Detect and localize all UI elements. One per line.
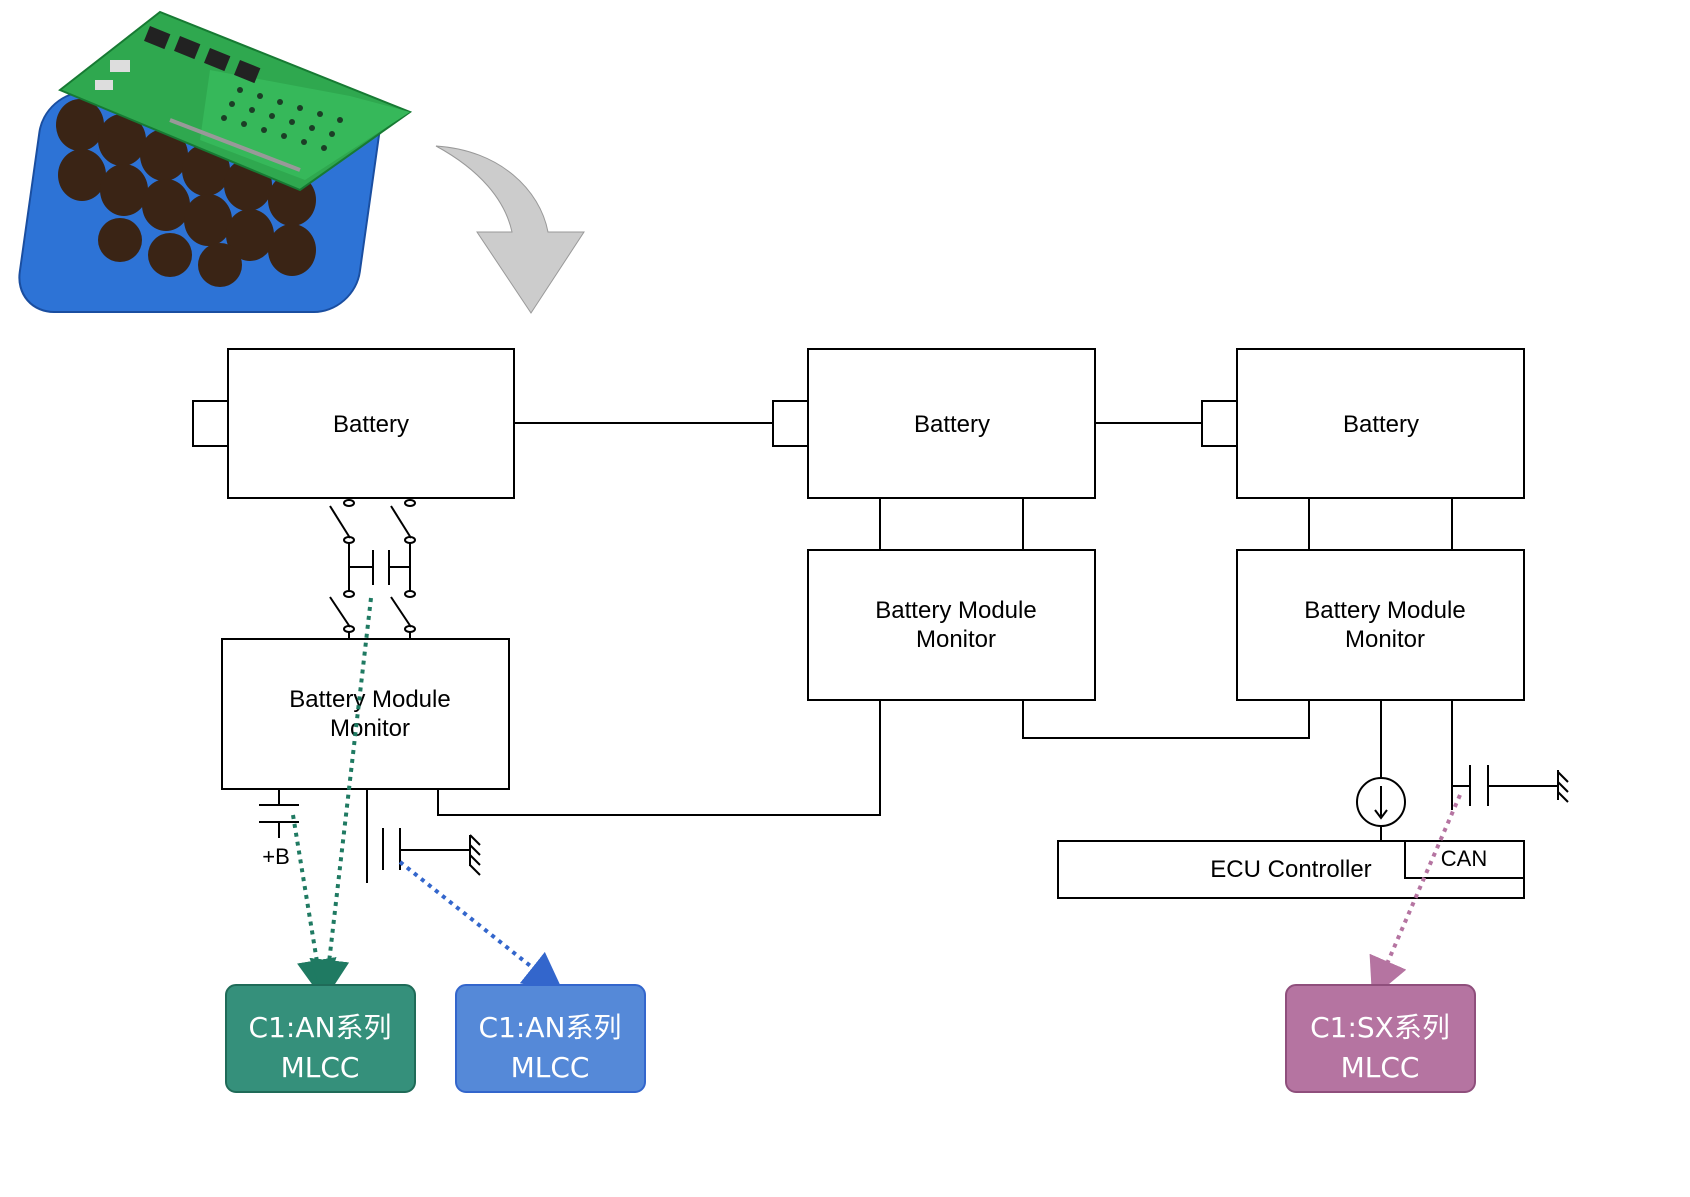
- battery-label-2: Battery: [914, 411, 990, 438]
- tag-an1-line2: MLCC: [281, 1051, 360, 1084]
- bmm-block-2: [807, 549, 1096, 701]
- can-label: CAN: [1441, 846, 1487, 871]
- tag-sx-line2: MLCC: [1341, 1051, 1420, 1084]
- plus-b-label: +B: [262, 844, 290, 869]
- link-switchcap-to-an1: [309, 597, 373, 1000]
- bmm-label-2-line1: Battery Module: [875, 597, 1036, 624]
- tag-sx-line1: C1:SX系列: [1310, 1011, 1450, 1044]
- battery-pack-image: [18, 10, 413, 313]
- can-capacitor: [1451, 700, 1569, 810]
- bmm-label-2-line2: Monitor: [916, 626, 996, 653]
- battery-label-3: Battery: [1343, 411, 1419, 438]
- ground-capacitor-1: [366, 789, 481, 883]
- battery-block-1: [192, 348, 515, 499]
- ecu-controller-block: [1057, 840, 1525, 899]
- mlcc-link-lines: [291, 597, 1462, 1000]
- bmm-label-3-line2: Monitor: [1345, 626, 1425, 653]
- bmm2-bmm3-wire: [1022, 700, 1310, 739]
- battery-block-2: [772, 348, 1096, 499]
- mlcc-tag-an-1: C1:AN系列 MLCC: [225, 984, 416, 1093]
- plus-b-capacitor: [259, 789, 299, 838]
- bmm-block-3: [1236, 549, 1525, 701]
- can-port-box: [1404, 841, 1524, 879]
- current-source: [1356, 700, 1406, 841]
- battery-block-3: [1201, 348, 1525, 499]
- ecu-controller-label: ECU Controller: [1210, 856, 1371, 883]
- tag-an2-line2: MLCC: [511, 1051, 590, 1084]
- curved-down-arrow-icon: [435, 145, 585, 314]
- tag-an1-line1: C1:AN系列: [249, 1011, 392, 1044]
- mlcc-tag-sx: C1:SX系列 MLCC: [1285, 984, 1476, 1093]
- mlcc-tag-an-2: C1:AN系列 MLCC: [455, 984, 646, 1093]
- link-plusb-to-an1: [291, 814, 337, 1000]
- bmm-label-3-line1: Battery Module: [1304, 597, 1465, 624]
- bmm-label-1-line1: Battery Module: [289, 686, 450, 713]
- battery-bmm-wiring: [879, 498, 1453, 550]
- tag-an2-line1: C1:AN系列: [479, 1011, 622, 1044]
- bmm1-bmm2-wire: [437, 700, 881, 816]
- link-groundcap-to-an2: [398, 860, 564, 993]
- battery-label-1: Battery: [333, 411, 409, 438]
- bmm-block-1: [221, 638, 510, 790]
- switch-capacitor-network: [329, 499, 416, 639]
- bmm-label-1-line2: Monitor: [330, 715, 410, 742]
- link-can-to-sx: [1369, 794, 1462, 999]
